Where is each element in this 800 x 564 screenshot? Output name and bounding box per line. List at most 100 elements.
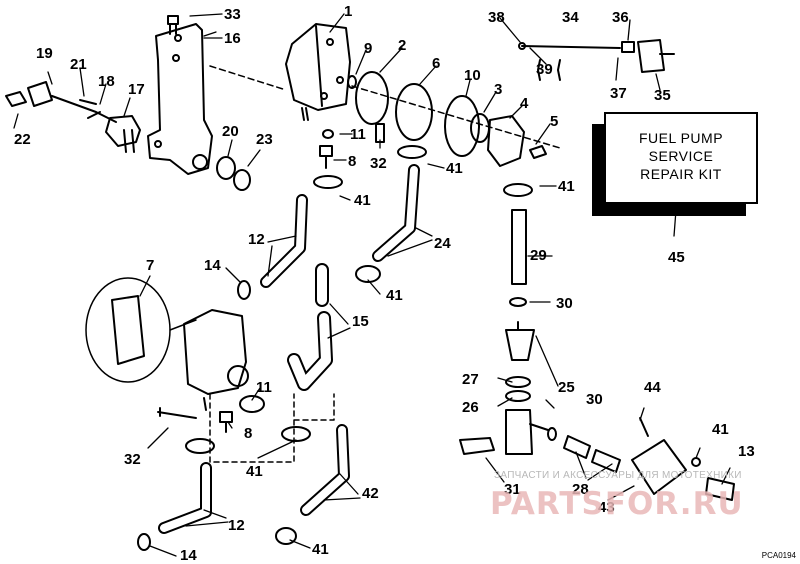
repair-kit-box: FUEL PUMP SERVICE REPAIR KIT — [604, 112, 758, 204]
o-ring-11 — [322, 129, 334, 139]
callout-7: 7 — [146, 257, 155, 274]
mounting-bracket — [147, 23, 213, 175]
clamp-30-lower — [547, 427, 557, 441]
filter-25-top — [505, 321, 535, 361]
callout-41-h: 41 — [712, 421, 729, 438]
cover-4 — [487, 115, 525, 167]
callout-11-upper: 11 — [350, 126, 366, 143]
clamp-14-lower — [137, 533, 151, 551]
clamp-41-b — [313, 175, 343, 189]
callout-41-f: 41 — [246, 463, 263, 480]
callout-23: 23 — [256, 131, 273, 148]
screw-32 — [375, 123, 385, 143]
gasket-7 — [111, 295, 145, 365]
callout-32-lower: 32 — [124, 451, 141, 468]
callout-16: 16 — [224, 30, 241, 47]
o-ring-11-lower — [239, 395, 265, 413]
leader-34 — [537, 59, 561, 81]
callout-26: 26 — [462, 399, 479, 416]
fuel-pump-lower — [183, 309, 247, 395]
callout-41-g: 41 — [312, 541, 329, 558]
clamp-41-h — [691, 457, 701, 467]
callout-41-d: 41 — [558, 178, 575, 195]
callout-30-upper: 30 — [556, 295, 573, 312]
rod-39 — [521, 45, 621, 49]
pump-detail-7 — [85, 277, 171, 383]
callout-5: 5 — [550, 113, 559, 130]
screw-32-lower — [157, 407, 197, 419]
o-ring-9 — [347, 75, 357, 89]
fuel-connector — [5, 81, 141, 153]
callout-8-upper: 8 — [348, 153, 357, 170]
callout-32-upper: 32 — [370, 155, 387, 172]
callout-17: 17 — [128, 81, 145, 98]
check-valve-6 — [395, 83, 433, 141]
callout-45: 45 — [668, 249, 685, 266]
callout-42: 42 — [362, 485, 379, 502]
filter-screen-3 — [470, 113, 490, 143]
washer-23 — [233, 169, 251, 191]
clamp-41-a — [397, 145, 427, 159]
callout-29: 29 — [530, 247, 547, 264]
callout-35: 35 — [654, 87, 671, 104]
callout-28: 28 — [572, 481, 589, 498]
diagram-code: PCA0194 — [761, 551, 796, 560]
callout-3: 3 — [494, 81, 503, 98]
filter-housing-25 — [505, 409, 549, 455]
callout-41-a: 41 — [446, 160, 463, 177]
callout-25: 25 — [558, 379, 575, 396]
callout-14-upper: 14 — [204, 257, 221, 274]
clamp-30 — [509, 297, 527, 307]
callout-31: 31 — [504, 481, 521, 498]
washer-26 — [505, 390, 531, 402]
callout-12-lower: 12 — [228, 517, 245, 534]
o-ring-27 — [505, 376, 531, 388]
fitting-13 — [705, 477, 735, 501]
washer-20 — [216, 156, 236, 180]
callout-30-lower: 30 — [586, 391, 603, 408]
filter-43 — [631, 439, 687, 495]
bracket-31 — [459, 437, 495, 455]
clamp-41-f — [281, 426, 311, 442]
watermark-tagline: ЗАПЧАСТИ И АКСЕССУАРЫ ДЛЯ МОТОТЕХНИКИ — [494, 470, 742, 481]
callout-8-lower: 8 — [244, 425, 253, 442]
callout-14-lower: 14 — [180, 547, 197, 564]
callout-15: 15 — [352, 313, 369, 330]
clamp-41-e — [185, 438, 215, 454]
callout-39: 39 — [536, 61, 553, 78]
leader-lines — [13, 13, 731, 557]
callout-2: 2 — [398, 37, 407, 54]
callout-11-lower: 11 — [256, 379, 272, 396]
callout-36: 36 — [612, 9, 629, 26]
plug-35 — [637, 39, 675, 73]
diaphragm-2 — [355, 71, 389, 125]
callout-1: 1 — [344, 3, 353, 20]
callout-20: 20 — [222, 123, 239, 140]
tube-29 — [511, 209, 527, 285]
clip-38 — [518, 42, 526, 50]
callout-27: 27 — [462, 371, 479, 388]
callout-38: 38 — [488, 9, 505, 26]
callout-12-upper: 12 — [248, 231, 265, 248]
callout-9: 9 — [364, 40, 373, 57]
clamp-41-d — [503, 183, 533, 197]
assembly-axis-lower — [209, 393, 335, 463]
clamp-41-g — [275, 527, 297, 545]
hose-28 — [563, 435, 621, 473]
assembly-axis — [209, 65, 561, 149]
screw-5 — [529, 145, 547, 159]
callout-22: 22 — [14, 131, 31, 148]
callout-6: 6 — [432, 55, 441, 72]
clamp-41-c — [355, 265, 381, 283]
callout-13: 13 — [738, 443, 755, 460]
callout-41-c: 41 — [386, 287, 403, 304]
clamp-14 — [237, 280, 251, 300]
fuel-pump-upper — [285, 23, 351, 121]
callout-34: 34 — [562, 9, 579, 26]
callout-21: 21 — [70, 56, 87, 73]
gasket-10 — [444, 95, 480, 157]
watermark-logo: PARTSFOR.RU — [490, 486, 744, 522]
kit-label-line2: SERVICE — [648, 148, 714, 164]
